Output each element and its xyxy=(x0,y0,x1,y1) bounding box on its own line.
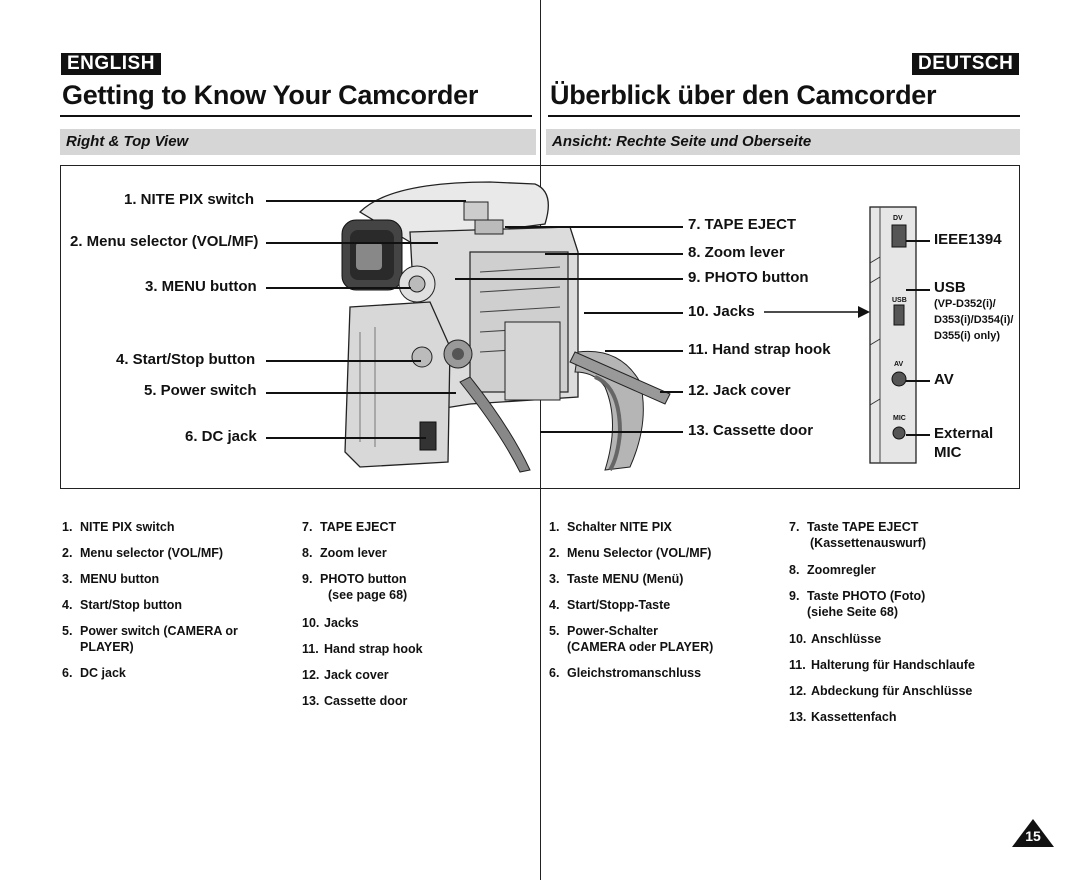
language-badge-english: ENGLISH xyxy=(61,53,161,75)
callout-cassette-door: 13. Cassette door xyxy=(688,422,814,439)
callout-jacks: 10. Jacks xyxy=(688,303,755,320)
title-rule-left xyxy=(60,115,532,117)
language-badge-deutsch: DEUTSCH xyxy=(912,53,1020,75)
page-number: 15 xyxy=(1025,828,1041,844)
callout-nite-pix-switch: 1. NITE PIX switch xyxy=(124,191,255,208)
callout-zoom-lever: 8. Zoom lever xyxy=(688,244,785,261)
leader-line-5 xyxy=(266,392,456,394)
callout-tape-eject: 7. TAPE EJECT xyxy=(688,216,797,233)
leader-line-7 xyxy=(505,226,683,228)
leader-line-10 xyxy=(584,312,683,314)
panel-label-mic: MIC xyxy=(934,444,962,461)
panel-label-av: AV xyxy=(934,371,954,388)
panel-tag-mic: MIC xyxy=(893,415,906,422)
camcorder-diagram-frame xyxy=(60,165,1020,489)
panel-usb-note-3: D355(i) only) xyxy=(934,330,1001,342)
section-heading-deutsch: Ansicht: Rechte Seite und Oberseite xyxy=(546,129,1020,155)
leader-line-1 xyxy=(266,200,466,202)
callout-dc-jack: 6. DC jack xyxy=(185,428,257,445)
panel-tag-dv: DV xyxy=(893,215,903,222)
panel-tag-av: AV xyxy=(894,361,904,368)
center-divider xyxy=(540,0,541,880)
panel-label-external: External xyxy=(934,425,994,442)
page-number-badge: 15 xyxy=(1011,818,1055,848)
callout-hand-strap-hook: 11. Hand strap hook xyxy=(688,341,831,358)
title-rule-right xyxy=(548,115,1020,117)
jack-panel-illustration xyxy=(869,206,917,464)
page-title-deutsch: Überblick über den Camcorder xyxy=(550,80,937,110)
panel-usb-note-2: D353(i)/D354(i)/ xyxy=(934,314,1014,326)
panel-usb-note-1: (VP-D352(i)/ xyxy=(934,298,996,310)
leader-line-9 xyxy=(455,278,683,280)
panel-leader-usb xyxy=(906,289,930,291)
panel-label-ieee1394: IEEE1394 xyxy=(934,231,1002,248)
panel-label-usb: USB xyxy=(934,279,966,296)
callout-start-stop-button: 4. Start/Stop button xyxy=(116,351,256,368)
leader-line-13 xyxy=(540,431,683,433)
panel-leader-av xyxy=(906,380,930,382)
leader-line-2 xyxy=(266,242,438,244)
page-number-triangle-icon xyxy=(1012,819,1054,847)
jacks-arrow xyxy=(764,306,870,318)
leader-line-11 xyxy=(605,350,683,352)
leader-line-4 xyxy=(266,360,421,362)
callout-menu-selector: 2. Menu selector (VOL/MF) xyxy=(70,233,259,250)
leader-line-6 xyxy=(266,437,426,439)
callout-power-switch: 5. Power switch xyxy=(144,382,257,399)
panel-leader-ieee xyxy=(906,240,930,242)
callout-menu-button: 3. MENU button xyxy=(145,278,257,295)
section-heading-english: Right & Top View xyxy=(60,129,536,155)
leader-line-8 xyxy=(545,253,683,255)
leader-line-12 xyxy=(660,391,683,393)
leader-line-3 xyxy=(266,287,411,289)
panel-tag-usb: USB xyxy=(892,297,907,304)
page-title-english: Getting to Know Your Camcorder xyxy=(62,80,479,110)
callout-photo-button: 9. PHOTO button xyxy=(688,269,809,286)
panel-leader-mic xyxy=(906,434,930,436)
callout-jack-cover: 12. Jack cover xyxy=(688,382,791,399)
